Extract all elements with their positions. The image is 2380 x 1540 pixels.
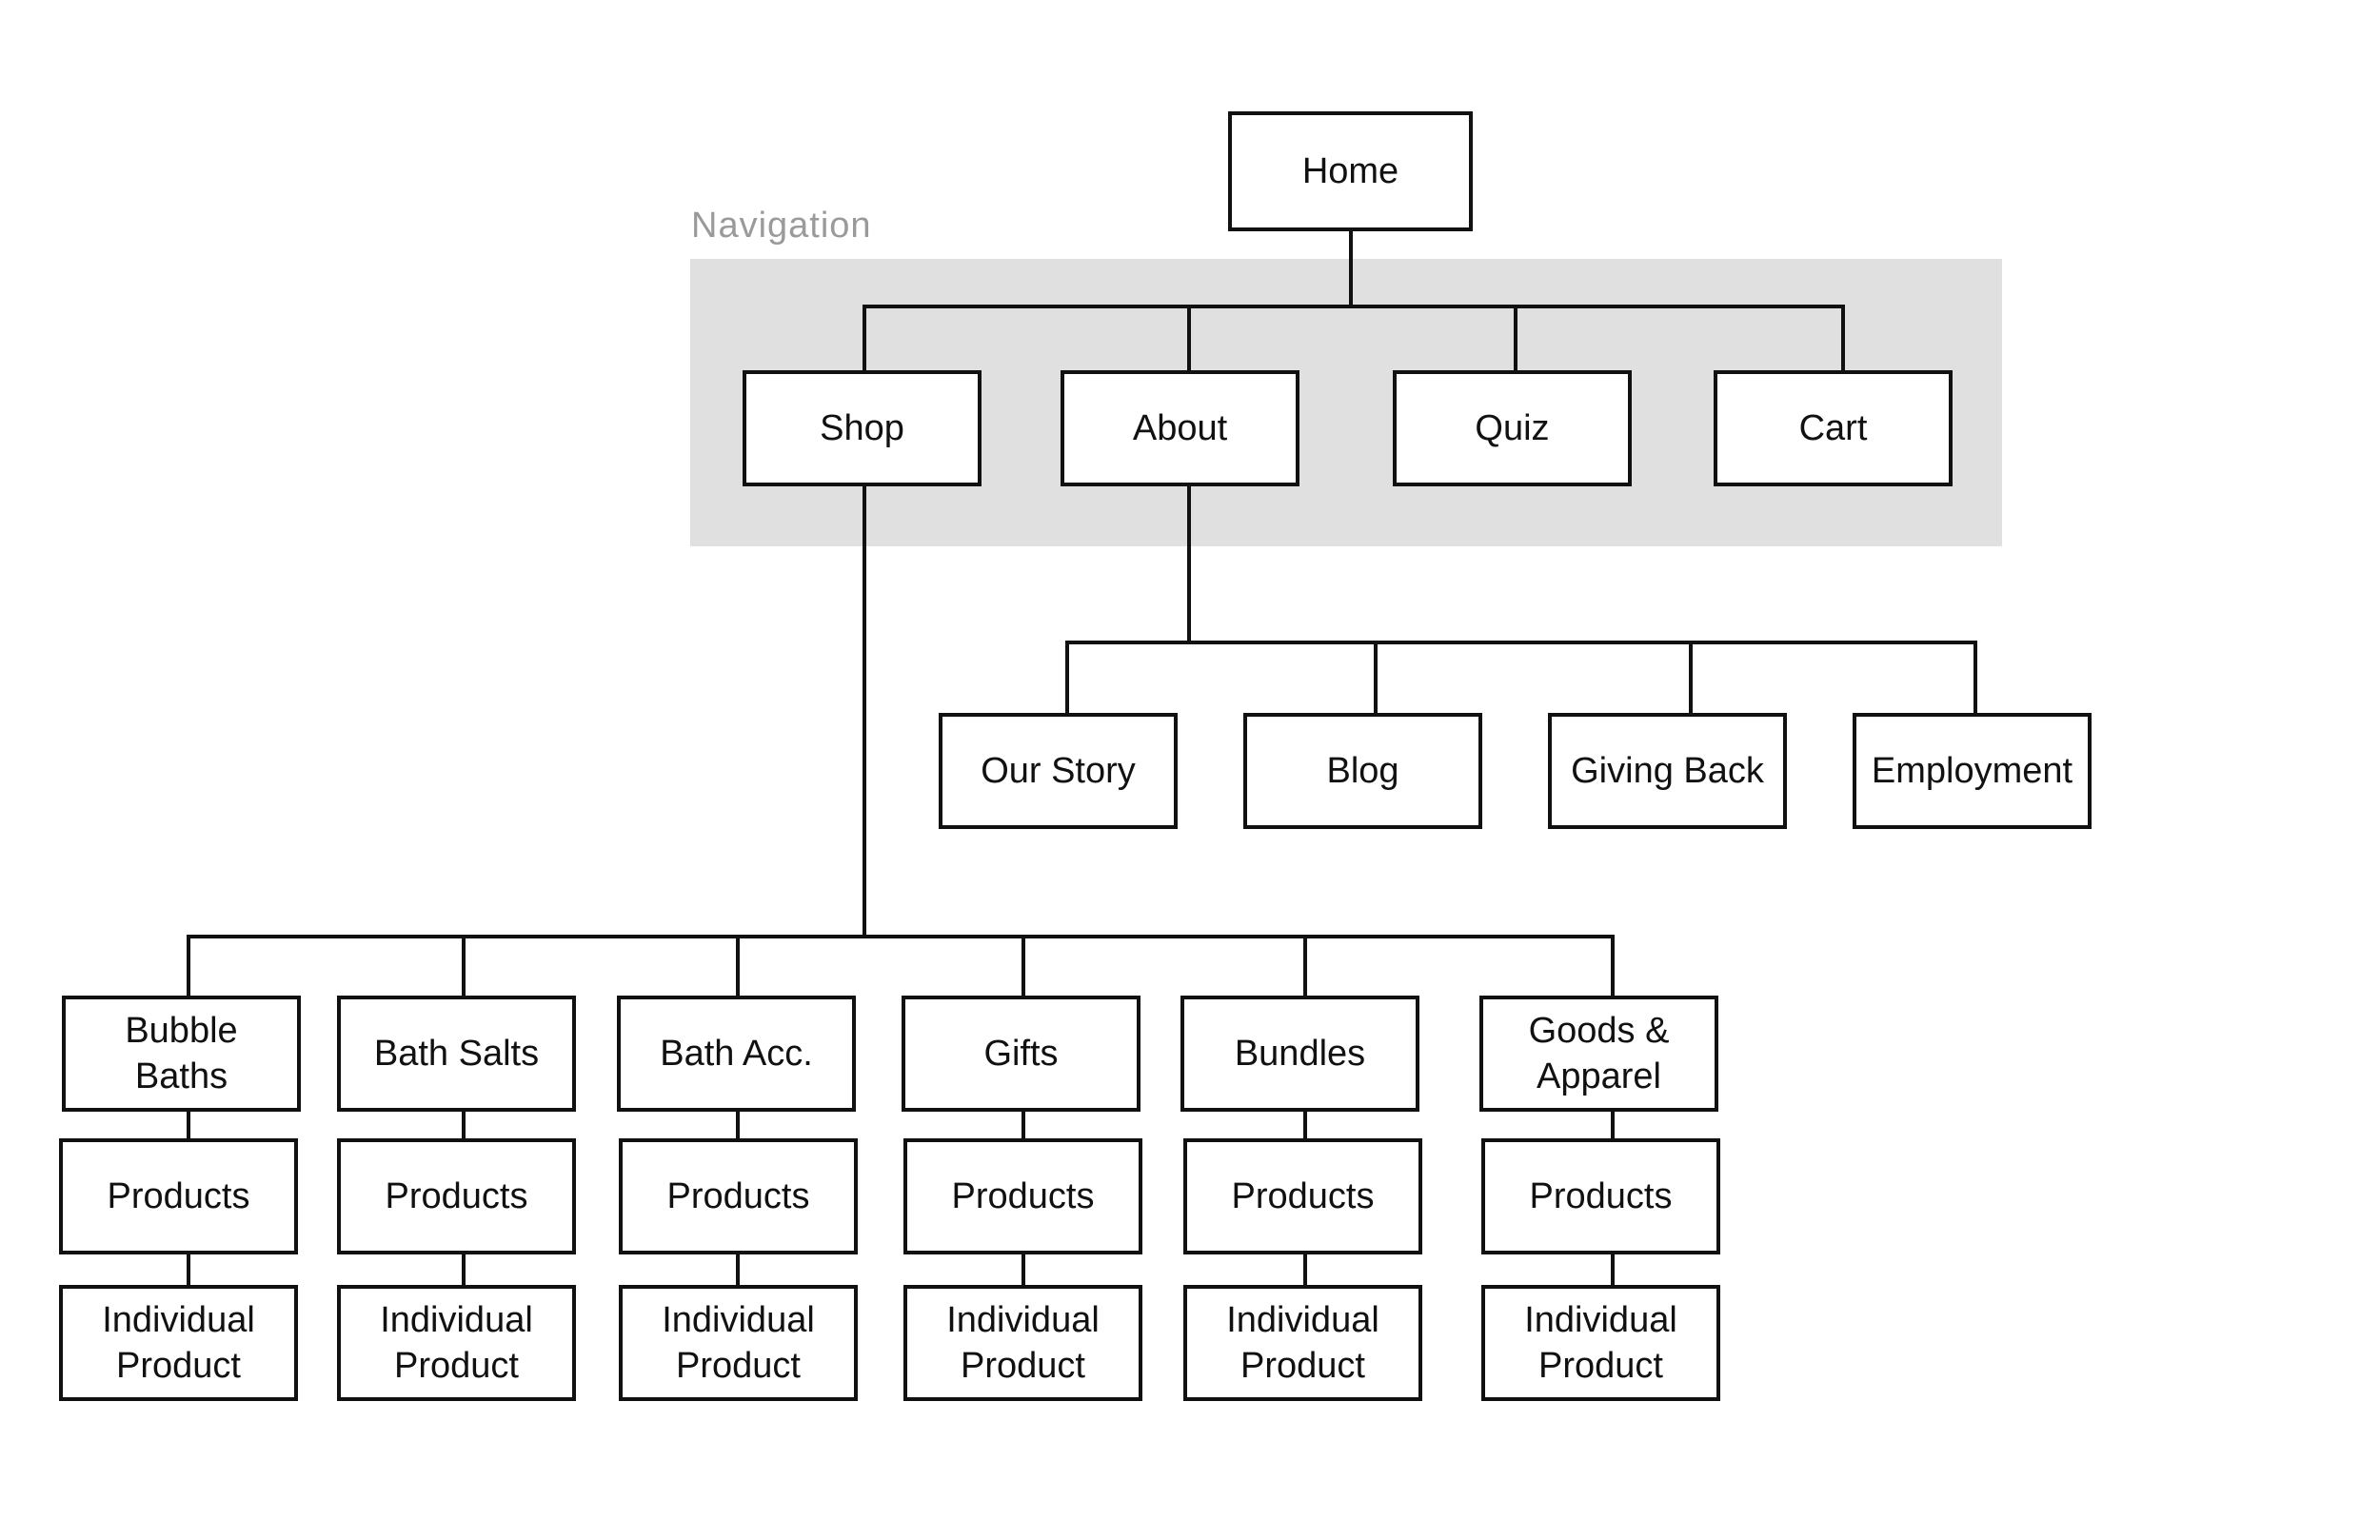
connector [1973, 641, 1977, 714]
node-label: Our Story [981, 751, 1136, 791]
node-shop: Shop [743, 370, 982, 486]
connector [1303, 1254, 1307, 1287]
node-products: Products [1183, 1138, 1422, 1254]
connector [736, 1112, 740, 1140]
node-label: Bubble [125, 1011, 238, 1051]
connector [1065, 641, 1069, 714]
connector [863, 305, 866, 371]
node-label: Products [1231, 1176, 1375, 1216]
connector [1611, 1254, 1615, 1287]
node-label: Product [1538, 1346, 1663, 1386]
node-quiz: Quiz [1393, 370, 1632, 486]
node-label: Products [951, 1176, 1095, 1216]
node-label: Giving Back [1571, 751, 1764, 791]
connector [1021, 1112, 1025, 1140]
connector [1021, 935, 1025, 999]
node-label: Product [394, 1346, 519, 1386]
connector [736, 935, 740, 999]
node-label: Products [385, 1176, 528, 1216]
connector [187, 935, 1614, 938]
node-label: Blog [1326, 751, 1399, 791]
connector [462, 1112, 466, 1140]
node-label: Bundles [1234, 1034, 1366, 1074]
connector [1187, 305, 1191, 371]
node-blog: Blog [1243, 713, 1482, 829]
node-products: Products [1481, 1138, 1720, 1254]
node-label: Bath Acc. [660, 1034, 813, 1074]
node-employment: Employment [1853, 713, 2092, 829]
connector [187, 1254, 190, 1287]
node-label: Cart [1798, 408, 1868, 448]
node-label: Baths [134, 1056, 228, 1096]
connector [736, 1254, 740, 1287]
node-our-story: Our Story [939, 713, 1178, 829]
node-category: Gifts [902, 996, 1140, 1112]
navigation-label: Navigation [691, 206, 872, 246]
node-label: Individual [1226, 1300, 1379, 1340]
node-label: Product [676, 1346, 801, 1386]
connector [1689, 641, 1693, 714]
node-label: Home [1301, 151, 1399, 191]
node-about: About [1061, 370, 1299, 486]
node-label: Products [666, 1176, 810, 1216]
node-giving-back: Giving Back [1548, 713, 1787, 829]
connector [1349, 231, 1353, 306]
connector [1065, 641, 1977, 644]
node-label: Apparel [1537, 1056, 1661, 1096]
node-label: Product [116, 1346, 241, 1386]
node-label: Individual [102, 1300, 255, 1340]
node-label: Individual [946, 1300, 1100, 1340]
connector [1021, 1254, 1025, 1287]
connector [1374, 641, 1378, 714]
node-label: Quiz [1475, 408, 1550, 448]
node-products: Products [59, 1138, 298, 1254]
node-category: Bundles [1180, 996, 1419, 1112]
node-label: Gifts [983, 1034, 1059, 1074]
node-products: Products [619, 1138, 858, 1254]
connector [1611, 1112, 1615, 1140]
node-label: Individual [1524, 1300, 1677, 1340]
connector [187, 1112, 190, 1140]
node-cart: Cart [1714, 370, 1953, 486]
node-label: Employment [1871, 751, 2073, 791]
node-category: Bath Salts [337, 996, 576, 1112]
connector [462, 1254, 466, 1287]
node-category: Goods & Apparel [1479, 996, 1718, 1112]
connector [187, 935, 190, 999]
node-label: Shop [820, 408, 904, 448]
node-label: Individual [662, 1300, 815, 1340]
node-label: Product [961, 1346, 1085, 1386]
node-label: Products [1529, 1176, 1673, 1216]
node-home: Home [1228, 111, 1473, 231]
node-label: Individual [380, 1300, 533, 1340]
node-label: Goods & [1528, 1011, 1670, 1051]
connector [1303, 1112, 1307, 1140]
connector [462, 935, 466, 999]
connector [1187, 486, 1191, 644]
node-label: Product [1240, 1346, 1365, 1386]
connector [863, 486, 866, 938]
node-products: Products [337, 1138, 576, 1254]
connector [863, 305, 1845, 308]
node-label: Bath Salts [373, 1034, 540, 1074]
connector [1611, 935, 1615, 999]
node-label: Products [107, 1176, 250, 1216]
node-category: Bath Acc. [617, 996, 856, 1112]
node-products: Products [903, 1138, 1142, 1254]
node-label: About [1132, 408, 1228, 448]
connector [1514, 305, 1517, 371]
connector [1841, 305, 1845, 371]
connector [1303, 935, 1307, 999]
